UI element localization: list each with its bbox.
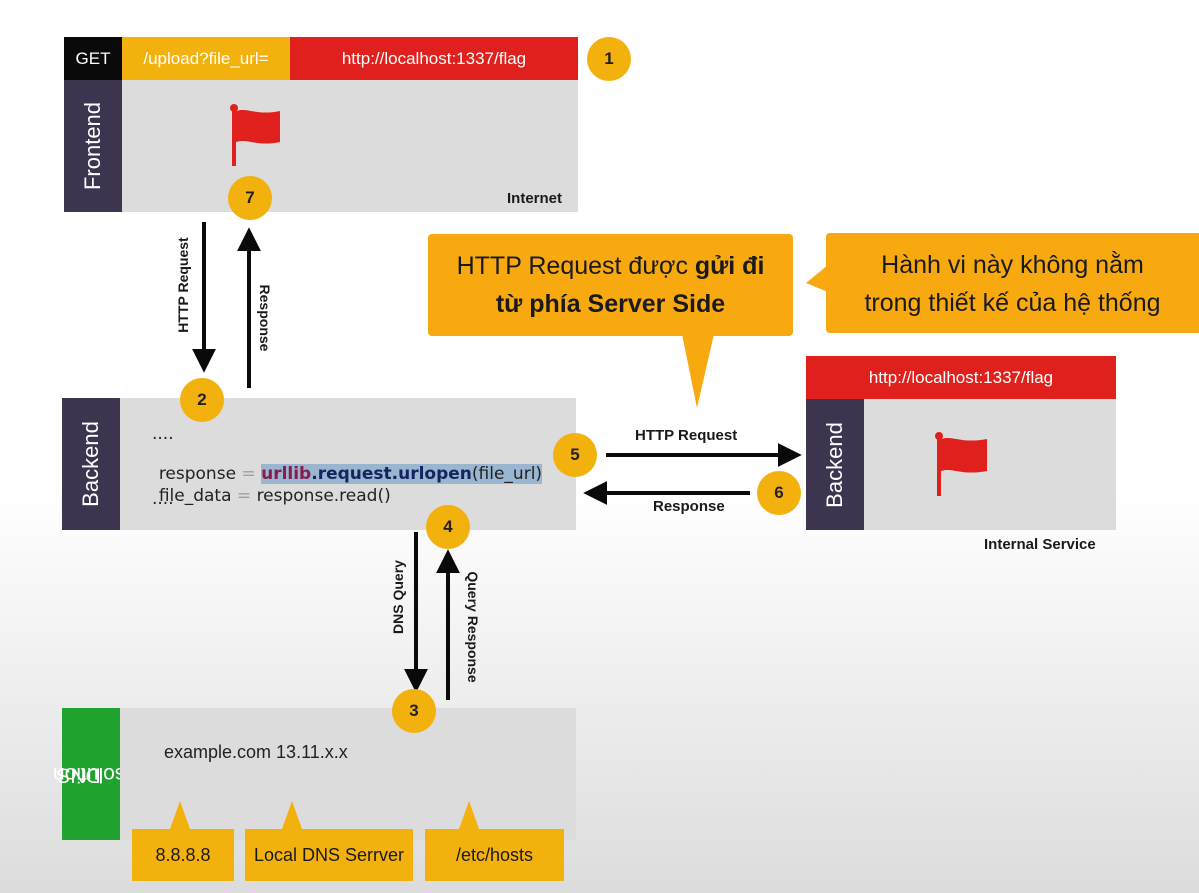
step-5-badge: 5 <box>553 433 597 477</box>
request-path: /upload?file_url= <box>122 37 290 80</box>
frontend-panel <box>122 80 578 212</box>
internal-http-request-label: HTTP Request <box>635 427 738 444</box>
dns-panel <box>120 708 576 840</box>
dns-source-hosts-file: /etc/hosts <box>425 829 564 881</box>
code-module: urllib <box>261 464 312 484</box>
dns-source-google: 8.8.8.8 <box>132 829 234 881</box>
request-url: http://localhost:1337/flag <box>290 37 578 80</box>
server-side-callout: HTTP Request được gửi đi từ phía Server … <box>428 234 793 336</box>
dns-record: example.com 13.11.x.x <box>164 742 348 762</box>
dns-resolution-label: DNS Resolution <box>53 708 153 840</box>
internet-zone-label: Internet <box>507 190 563 207</box>
http-method: GET <box>64 37 122 80</box>
internal-backend-label: Backend <box>806 399 864 530</box>
internal-zone-label: Internal Service <box>984 536 1096 553</box>
callout-bold-text-2: từ phía Server Side <box>495 290 726 318</box>
step-1-badge: 1 <box>587 37 631 81</box>
code-dots-top: .... <box>152 424 174 444</box>
dns-source-local-server: Local DNS Serrver <box>245 829 413 881</box>
design-callout: Hành vi này không nằm trong thiết kế của… <box>826 233 1199 333</box>
internal-panel <box>864 399 1116 530</box>
design-callout-line2: trong thiết kế của hệ thống <box>864 289 1161 317</box>
code-eq-1: = <box>236 464 262 484</box>
request-bar: GET /upload?file_url= http://localhost:1… <box>64 37 578 80</box>
internal-response-label: Response <box>653 498 725 515</box>
code-line-2: file_data = response.read() <box>148 466 391 506</box>
callout-bold-text-1: gửi đi <box>694 252 765 280</box>
code-args: (file_url) <box>471 464 543 484</box>
step-3-badge: 3 <box>392 689 436 733</box>
code-highlight: urllib.request.urlopen(file_url) <box>261 464 543 484</box>
code-read-call: response.read() <box>256 486 391 506</box>
step-4-badge: 4 <box>426 505 470 549</box>
step-2-badge: 2 <box>180 378 224 422</box>
flag-icon <box>226 102 286 168</box>
flag-icon <box>931 430 991 498</box>
code-dots-bottom: .... <box>152 489 174 509</box>
code-line-1: response = urllib.request.urlopen(file_u… <box>148 444 543 484</box>
code-var-file-data: file_data <box>158 486 232 506</box>
code-eq-2: = <box>231 486 257 506</box>
callout-plain-text: HTTP Request được <box>456 252 695 280</box>
step-6-badge: 6 <box>757 471 801 515</box>
frontend-label: Frontend <box>64 80 122 212</box>
step-7-badge: 7 <box>228 176 272 220</box>
code-function: .request.urlopen <box>311 464 472 484</box>
backend-label: Backend <box>62 398 120 530</box>
internal-url-bar: http://localhost:1337/flag <box>806 356 1116 399</box>
design-callout-line1: Hành vi này không nằm <box>881 251 1144 279</box>
code-var-response: response <box>158 464 237 484</box>
